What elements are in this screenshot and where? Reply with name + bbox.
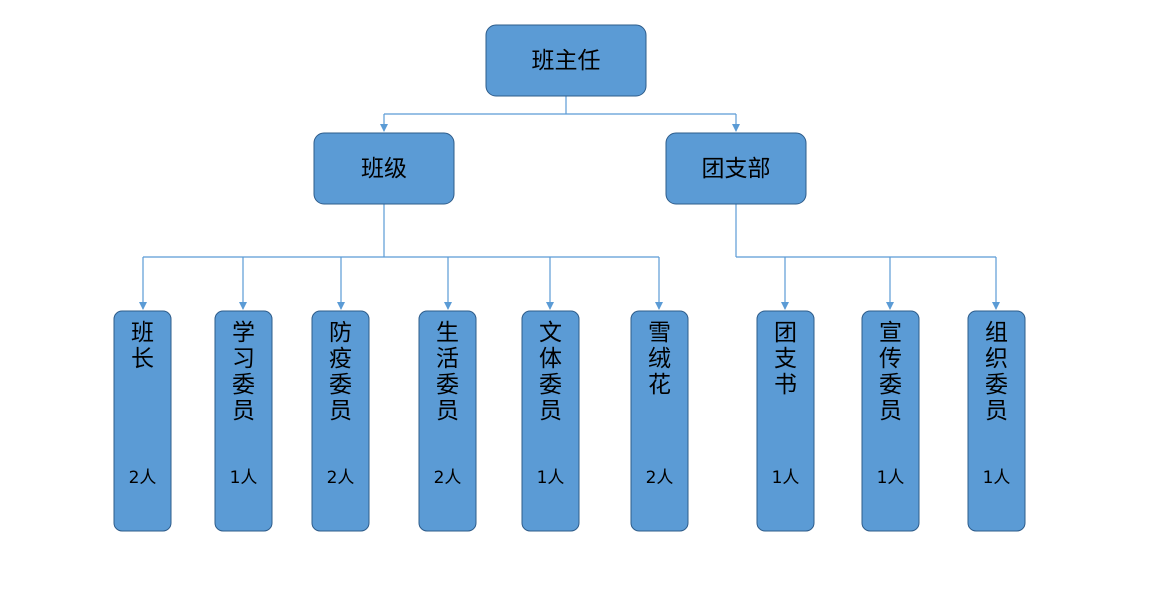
role-box	[214, 310, 273, 532]
role-node-organization: 组织委员 1人	[967, 310, 1026, 532]
role-label: 团支书	[774, 320, 797, 398]
branch-node-class: 班级	[313, 132, 455, 205]
role-count: 1人	[772, 468, 800, 488]
root-box	[485, 24, 647, 97]
role-node-publicity: 宣传委员 1人	[861, 310, 920, 532]
branch-2-connectors	[735, 204, 1000, 310]
role-label: 宣传委员	[879, 320, 902, 424]
role-count: 2人	[129, 468, 157, 488]
role-count: 2人	[327, 468, 355, 488]
role-node-class-leader: 班长 2人	[113, 310, 172, 532]
branch-box-class	[313, 132, 455, 205]
role-label: 班长	[131, 320, 154, 372]
role-count: 1人	[877, 468, 905, 488]
role-box	[861, 310, 920, 532]
role-node-epidemic: 防疫委员 2人	[311, 310, 370, 532]
role-node-league-secretary: 团支书 1人	[756, 310, 815, 532]
branch-box-league	[665, 132, 807, 205]
role-box	[113, 310, 172, 532]
role-count: 1人	[537, 468, 565, 488]
role-count: 1人	[983, 468, 1011, 488]
role-label: 学习委员	[232, 320, 255, 424]
root-node: 班主任	[485, 24, 647, 97]
role-node-arts: 文体委员 1人	[521, 310, 580, 532]
role-count: 2人	[646, 468, 674, 488]
role-box	[967, 310, 1026, 532]
role-box	[630, 310, 689, 532]
root-connectors	[380, 96, 740, 132]
role-label: 文体委员	[539, 320, 562, 424]
role-box	[418, 310, 477, 532]
branch-node-league: 团支部	[665, 132, 807, 205]
branch-label-class: 班级	[361, 156, 407, 182]
role-count: 2人	[434, 468, 462, 488]
role-label: 组织委员	[985, 320, 1008, 424]
role-count: 1人	[230, 468, 258, 488]
role-node-edelweiss: 雪绒花 2人	[630, 310, 689, 532]
role-node-life: 生活委员 2人	[418, 310, 477, 532]
role-node-study: 学习委员 1人	[214, 310, 273, 532]
branch-1-connectors	[139, 204, 663, 310]
root-label: 班主任	[532, 48, 601, 74]
role-box	[521, 310, 580, 532]
role-box	[311, 310, 370, 532]
role-box	[756, 310, 815, 532]
role-label: 防疫委员	[329, 320, 352, 424]
role-label: 生活委员	[436, 320, 459, 424]
branch-label-league: 团支部	[702, 156, 771, 182]
role-label: 雪绒花	[648, 320, 671, 398]
